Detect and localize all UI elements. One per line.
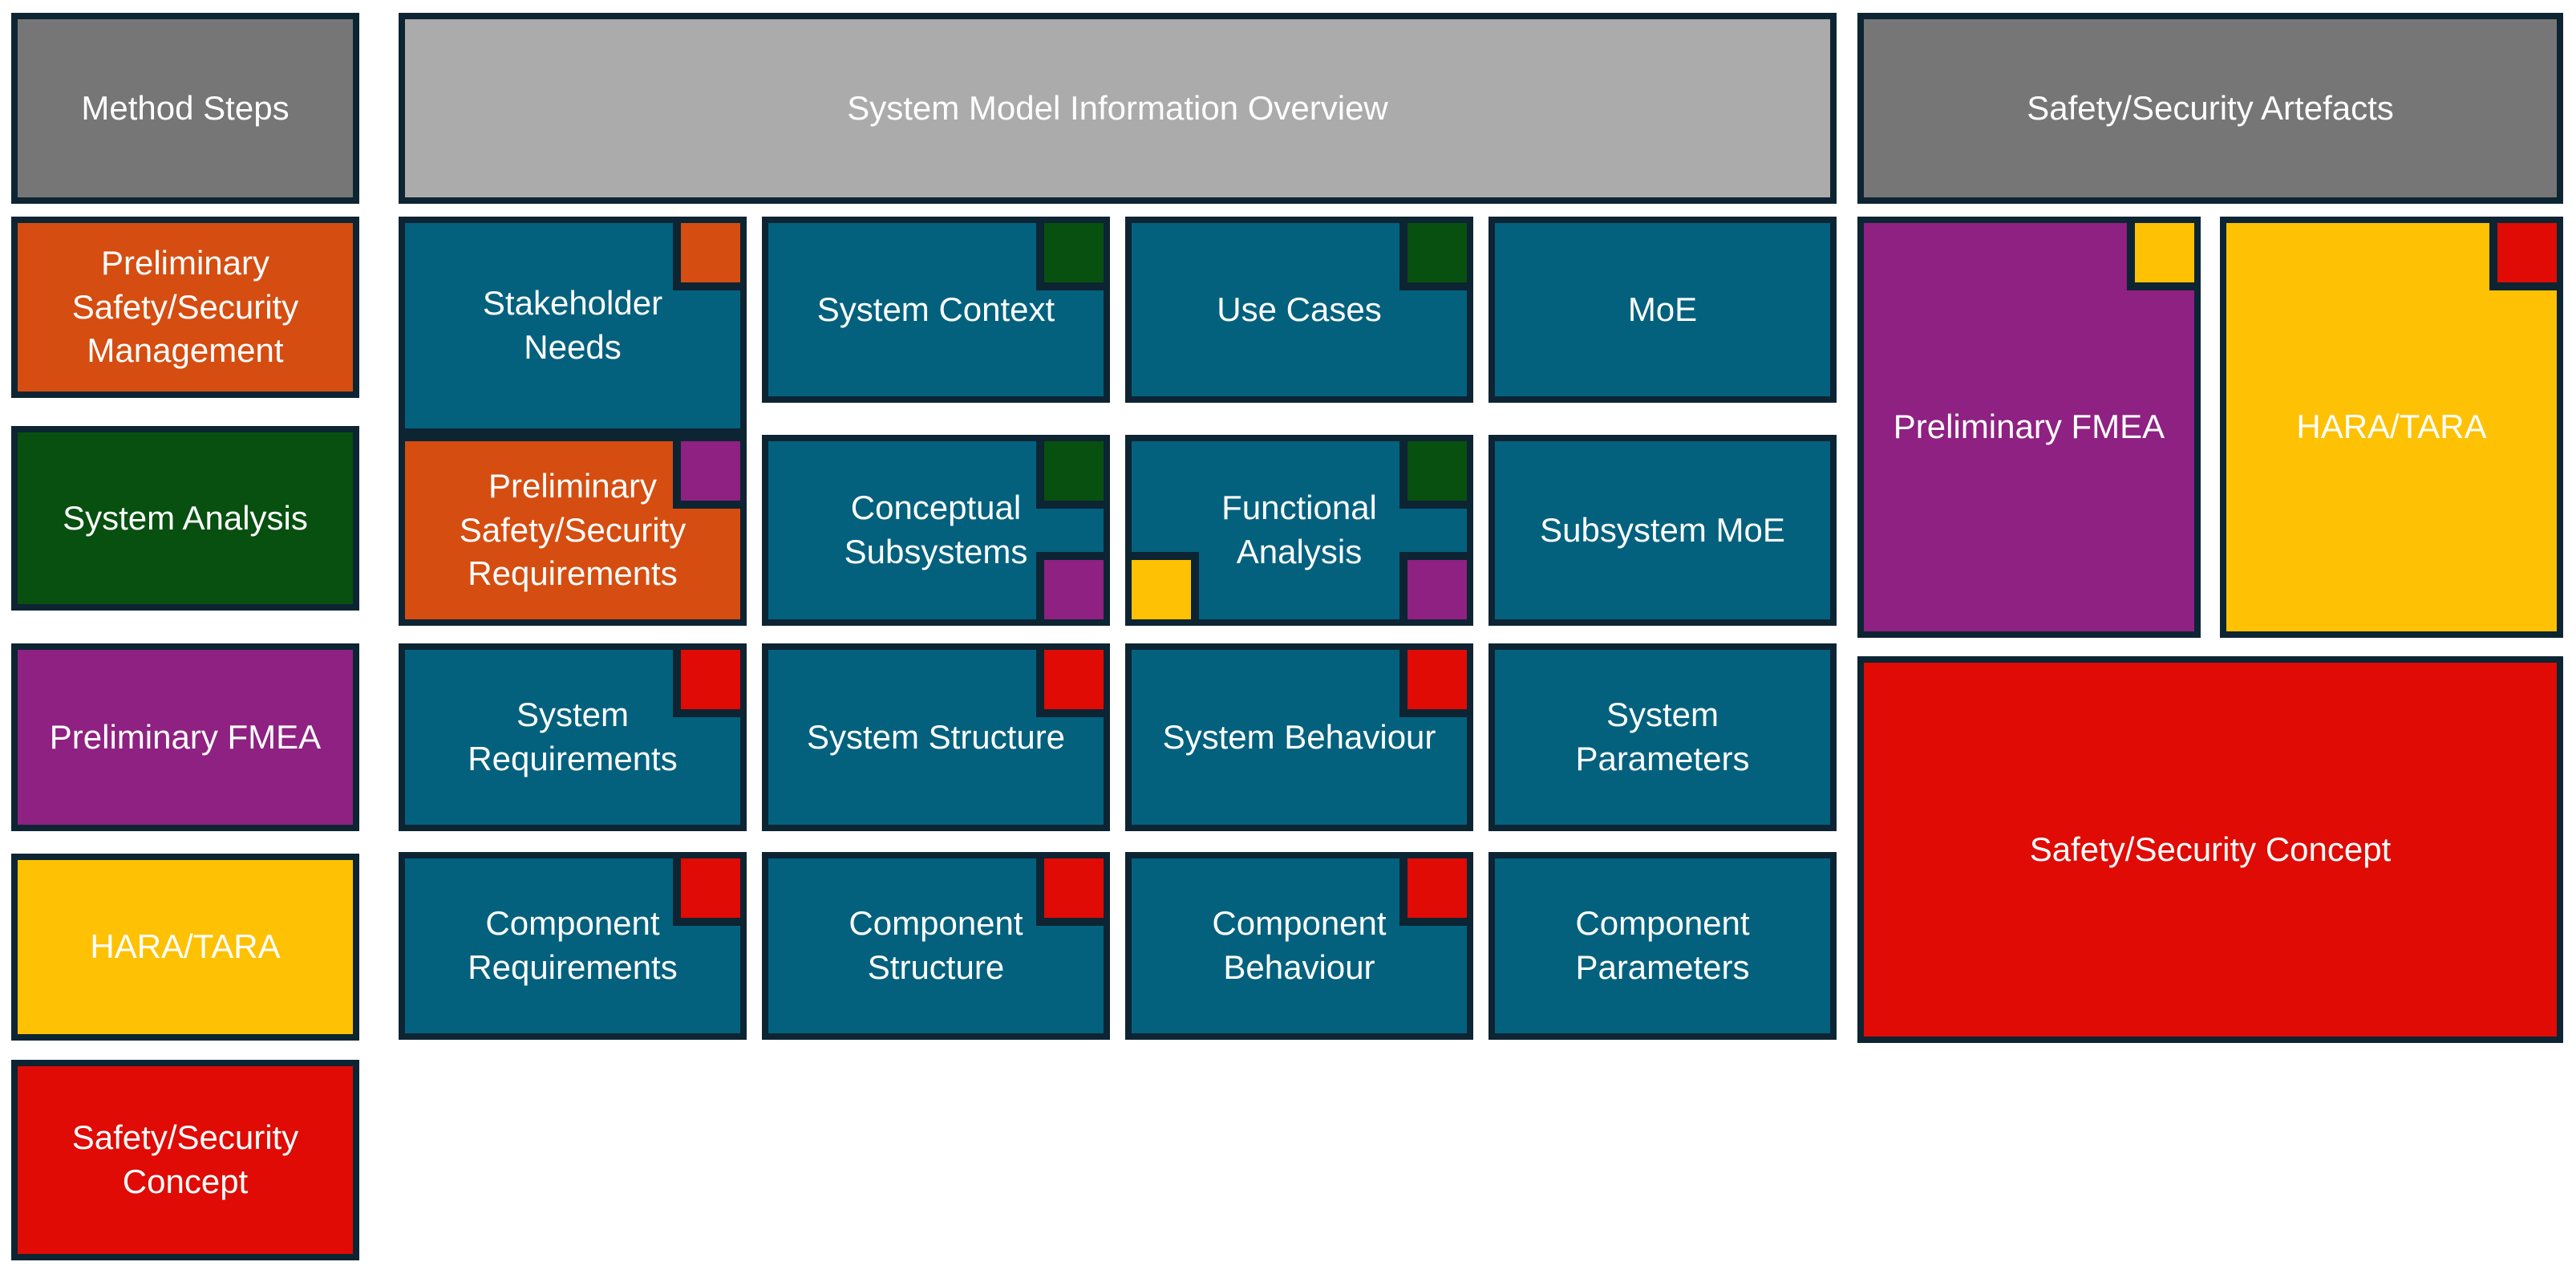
method-step-preliminary-safety-security-management: Preliminary Safety/Security Management bbox=[11, 217, 359, 398]
cell-system-context: System Context bbox=[762, 217, 1110, 403]
cell-subsystem-moe: Subsystem MoE bbox=[1488, 435, 1837, 626]
red-marker-top-right bbox=[673, 650, 740, 717]
purple-marker-top-right bbox=[673, 441, 740, 509]
cell-label: Conceptual Subsystems bbox=[844, 489, 1028, 570]
cell-label: System Requirements bbox=[468, 696, 678, 777]
cell-label: System Context bbox=[816, 290, 1055, 328]
cell-label: MoE bbox=[1627, 290, 1698, 328]
orange-marker-top-right bbox=[673, 223, 740, 290]
cell-component-requirements: Component Requirements bbox=[399, 852, 747, 1040]
green-marker-top-right bbox=[1399, 441, 1467, 509]
green-marker-top-right bbox=[1036, 441, 1104, 509]
cell-use-cases: Use Cases bbox=[1125, 217, 1473, 403]
yellow-marker-bottom-left bbox=[1132, 552, 1199, 619]
cell-system-parameters: System Parameters bbox=[1488, 643, 1837, 831]
artefacts-header: Safety/Security Artefacts bbox=[1857, 13, 2563, 204]
red-marker-top-right bbox=[1399, 858, 1467, 926]
green-marker-top-right bbox=[1399, 223, 1467, 290]
method-step-label: HARA/TARA bbox=[90, 927, 281, 966]
cell-system-behaviour: System Behaviour bbox=[1125, 643, 1473, 831]
method-steps-header: Method Steps bbox=[11, 13, 359, 204]
cell-label: Stakeholder Needs bbox=[482, 284, 663, 366]
cell-system-structure: System Structure bbox=[762, 643, 1110, 831]
red-marker-top-right bbox=[1036, 858, 1104, 926]
method-step-preliminary-fmea: Preliminary FMEA bbox=[11, 643, 359, 831]
method-steps-header-label: Method Steps bbox=[81, 88, 290, 127]
green-marker-top-right bbox=[1036, 223, 1104, 290]
artefact-label: HARA/TARA bbox=[2296, 408, 2487, 446]
red-marker-top-right bbox=[1036, 650, 1104, 717]
cell-label: Use Cases bbox=[1217, 290, 1382, 328]
cell-label: System Structure bbox=[806, 717, 1066, 756]
red-marker-top-right bbox=[2489, 223, 2557, 290]
cell-label: Preliminary Safety/Security Requirements bbox=[459, 467, 687, 593]
method-step-safety-security-concept: Safety/Security Concept bbox=[11, 1060, 359, 1260]
purple-marker-bottom-right bbox=[1036, 552, 1104, 619]
cell-preliminary-safety-security-requirements: Preliminary Safety/Security Requirements bbox=[399, 435, 747, 626]
artefact-label: Safety/Security Concept bbox=[2029, 830, 2392, 868]
cell-label: Subsystem MoE bbox=[1540, 510, 1785, 549]
method-step-label: Preliminary Safety/Security Management bbox=[71, 244, 299, 370]
cell-system-requirements: System Requirements bbox=[399, 643, 747, 831]
cell-label: Component Structure bbox=[849, 904, 1023, 986]
method-step-label: Preliminary FMEA bbox=[49, 717, 322, 756]
cell-component-parameters: Component Parameters bbox=[1488, 852, 1837, 1040]
cell-stakeholder-needs: Stakeholder Needs bbox=[399, 217, 747, 435]
cell-component-structure: Component Structure bbox=[762, 852, 1110, 1040]
cell-label: System Behaviour bbox=[1162, 717, 1436, 756]
red-marker-top-right bbox=[673, 858, 740, 926]
cell-label: Component Requirements bbox=[468, 904, 678, 986]
artefact-label: Preliminary FMEA bbox=[1893, 408, 2165, 446]
yellow-marker-top-right bbox=[2127, 223, 2194, 290]
method-step-label: Safety/Security Concept bbox=[71, 1118, 299, 1200]
cell-label: Component Behaviour bbox=[1212, 904, 1387, 986]
cell-label: Functional Analysis bbox=[1221, 489, 1377, 570]
system-model-header: System Model Information Overview bbox=[399, 13, 1837, 204]
system-model-header-label: System Model Information Overview bbox=[847, 88, 1388, 127]
artefact-hara-tara: HARA/TARA bbox=[2220, 217, 2563, 638]
artefact-safety-security-concept: Safety/Security Concept bbox=[1857, 656, 2563, 1043]
cell-label: System Parameters bbox=[1575, 696, 1750, 777]
method-step-system-analysis: System Analysis bbox=[11, 426, 359, 611]
cell-moe: MoE bbox=[1488, 217, 1837, 403]
cell-conceptual-subsystems: Conceptual Subsystems bbox=[762, 435, 1110, 626]
purple-marker-bottom-right bbox=[1399, 552, 1467, 619]
cell-label: Component Parameters bbox=[1575, 904, 1750, 986]
red-marker-top-right bbox=[1399, 650, 1467, 717]
method-step-label: System Analysis bbox=[63, 498, 308, 537]
cell-functional-analysis: Functional Analysis bbox=[1125, 435, 1473, 626]
artefacts-header-label: Safety/Security Artefacts bbox=[2027, 88, 2394, 127]
cell-component-behaviour: Component Behaviour bbox=[1125, 852, 1473, 1040]
method-step-hara-tara: HARA/TARA bbox=[11, 854, 359, 1041]
artefact-preliminary-fmea: Preliminary FMEA bbox=[1857, 217, 2201, 638]
